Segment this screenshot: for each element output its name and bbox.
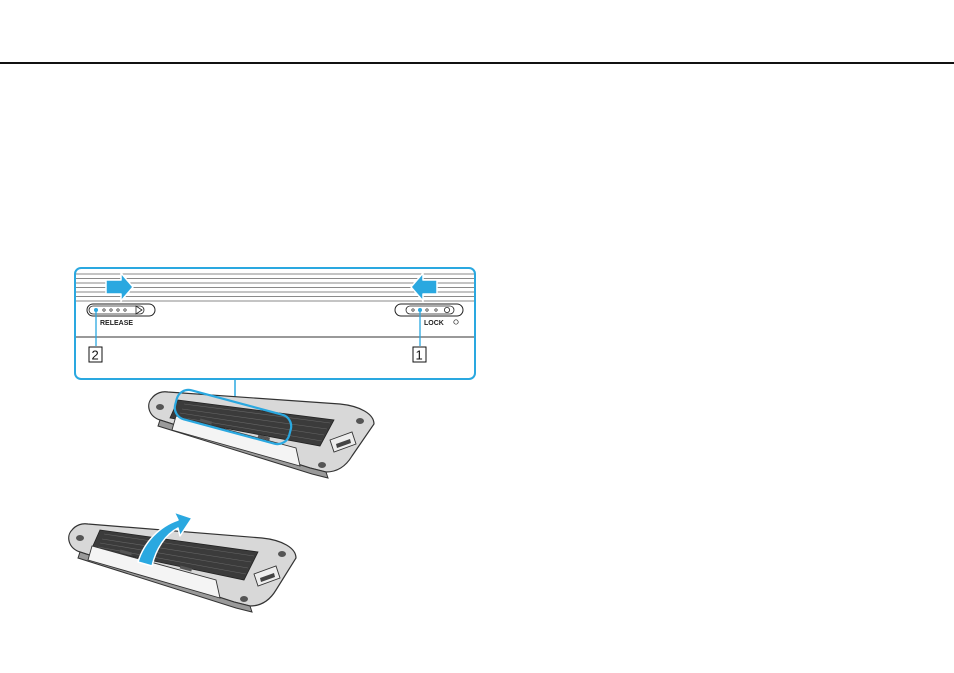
lock-symbol-icon	[454, 320, 458, 324]
laptop-bottom-view-2	[69, 512, 296, 612]
release-latch: RELEASE	[87, 304, 155, 327]
release-label: RELEASE	[100, 320, 133, 327]
lock-latch: LOCK	[395, 304, 463, 327]
lock-label: LOCK	[424, 320, 444, 327]
callout-2: 2	[89, 347, 102, 363]
laptop-bottom-view-1	[149, 387, 374, 478]
latch-detail-panel: RELEASE LOCK 2 1	[75, 268, 475, 415]
callout-1: 1	[413, 347, 426, 363]
callout-1-number: 1	[416, 348, 423, 363]
callout-2-number: 2	[92, 348, 99, 363]
